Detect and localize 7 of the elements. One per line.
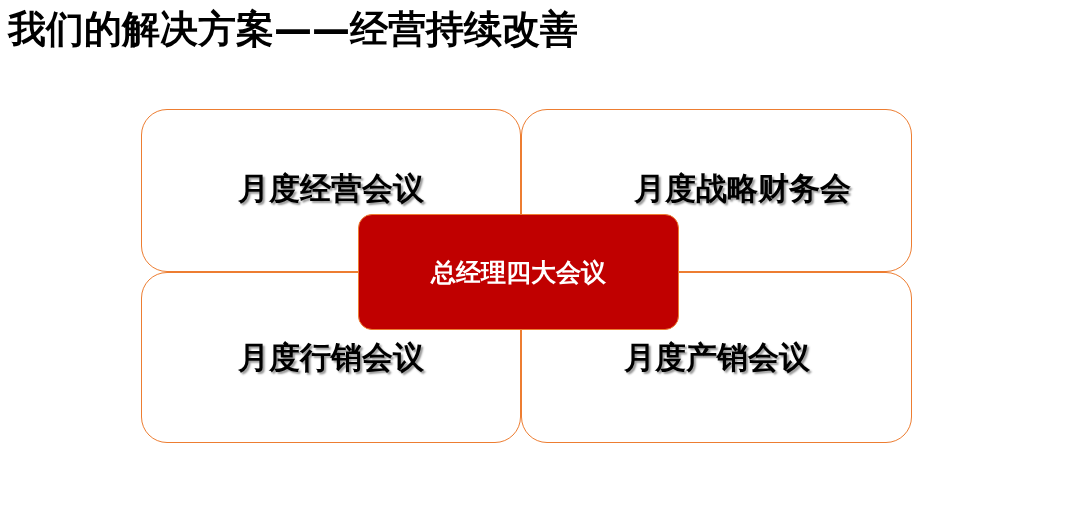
box-label: 月度战略财务会: [634, 168, 851, 208]
box-label: 总经理四大会议: [431, 256, 606, 289]
box-label: 月度产销会议: [623, 337, 810, 377]
box-label: 月度经营会议: [238, 168, 424, 208]
box-label: 月度行销会议: [238, 337, 424, 377]
title: 我们的解决方案——经营持续改善: [8, 6, 578, 53]
highlight-box: [358, 214, 679, 330]
